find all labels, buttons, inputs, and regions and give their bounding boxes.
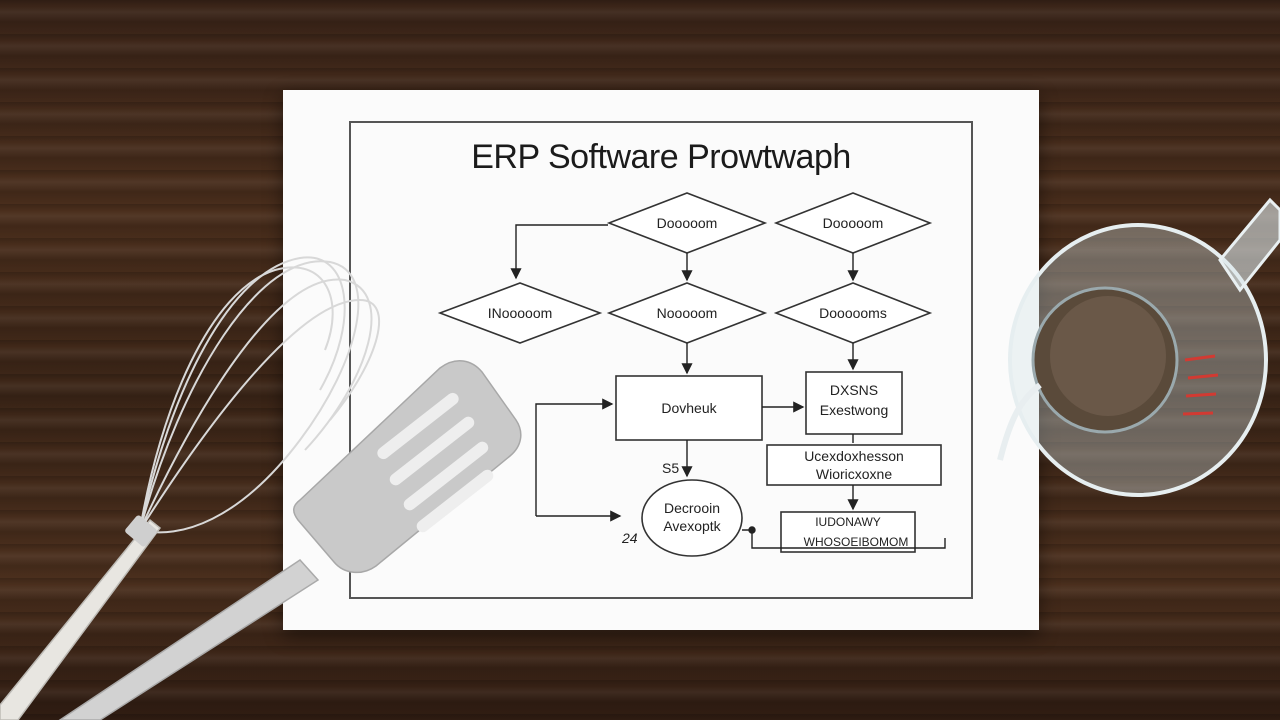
- ellipse-label-line1: Decrooin: [663, 500, 721, 516]
- process-box-3: [766, 444, 942, 486]
- box-2-label-line2: Exestwong: [819, 402, 889, 418]
- terminal-ellipse: [641, 479, 743, 557]
- side-mark-24: 24: [622, 530, 638, 546]
- process-box-4: [780, 511, 916, 553]
- box-1-label: Dovheuk: [661, 400, 717, 416]
- connector-left-to-d3: [510, 224, 608, 280]
- decision-diamond-2: [773, 192, 933, 254]
- diamond-4-label: Nooooom: [656, 305, 718, 321]
- box-2-label-line1: DXSNS: [829, 382, 879, 398]
- box-4-label-line2: WHOSOEIBOMOM: [803, 535, 909, 549]
- diamond-3-label: INooooom: [487, 305, 553, 321]
- diamond-1-label: Dooooom: [656, 215, 718, 231]
- process-box-2: [805, 371, 903, 435]
- connector-dot: [748, 526, 756, 534]
- diamond-5-label: Doooooms: [819, 305, 887, 321]
- diagram-title: ERP Software Prowtwaph: [471, 138, 851, 176]
- box-3-label-line1: Ucexdoxhesson: [804, 448, 904, 464]
- decision-diamond-1: [606, 192, 768, 254]
- diamond-2-label: Dooooom: [822, 215, 884, 231]
- box-4-label-line1: IUDONAWY: [815, 515, 881, 529]
- connector-loop-to-box1: [535, 398, 614, 516]
- decision-diamond-5: [773, 282, 933, 344]
- box-3-label-line2: Wioricxoxne: [815, 466, 893, 482]
- decision-diamond-4: [606, 282, 768, 344]
- side-mark-s5: S5: [662, 460, 680, 476]
- ellipse-label-line2: Avexoptk: [663, 518, 721, 534]
- process-box-1: [615, 375, 763, 441]
- decision-diamond-3: [437, 282, 603, 344]
